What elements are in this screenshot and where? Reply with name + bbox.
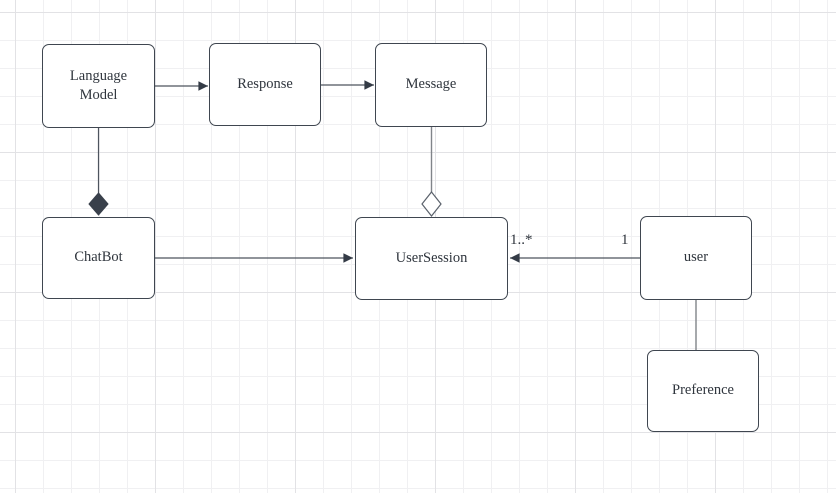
node-user-session[interactable]: UserSession [355,217,508,300]
node-response[interactable]: Response [209,43,321,126]
multiplicity-label-user: 1 [621,232,629,248]
node-message[interactable]: Message [375,43,487,127]
node-label: Response [237,75,293,92]
multiplicity-label-usersession: 1..* [510,232,533,248]
node-user[interactable]: user [640,216,752,300]
composition-diamond-icon[interactable] [88,192,109,216]
node-label: Message [405,76,457,93]
node-label: ChatBot [74,249,123,266]
node-label: Preference [672,382,734,399]
aggregation-diamond-icon[interactable] [421,191,442,217]
node-label: user [683,249,709,266]
node-language-model[interactable]: Language Model [42,44,155,128]
node-preference[interactable]: Preference [647,350,759,432]
node-chatbot[interactable]: ChatBot [42,217,155,299]
node-label: Language Model [69,67,128,103]
node-label: UserSession [395,249,468,266]
